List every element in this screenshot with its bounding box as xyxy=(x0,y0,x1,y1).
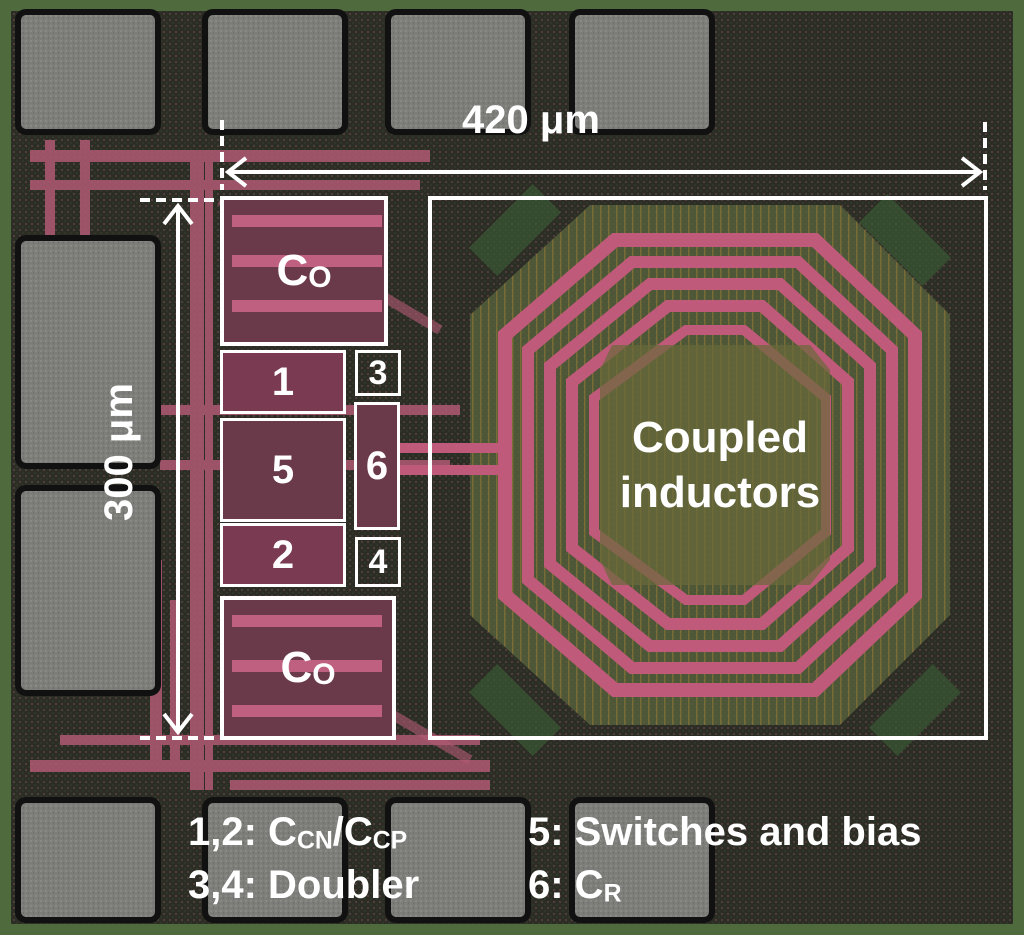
inductor-box xyxy=(428,196,988,740)
block-2-label: 2 xyxy=(271,532,295,577)
height-dimension-label: 300 μm xyxy=(96,383,141,521)
block-1-box xyxy=(220,350,346,414)
block-1-label: 1 xyxy=(271,359,295,404)
block-2-box xyxy=(220,523,346,587)
block-4-box xyxy=(355,537,401,587)
block-3-label: 3 xyxy=(368,353,388,392)
width-dimension-label: 420 μm xyxy=(462,98,600,142)
block-4-label: 4 xyxy=(368,542,388,581)
co-top-box xyxy=(220,196,388,346)
inductor-label: Coupled inductors xyxy=(619,413,821,517)
block-6-label: 6 xyxy=(365,443,389,488)
legend-ccn-ccp: 1,2: CCN/CCP xyxy=(188,810,408,855)
legend-switches-bias: 5: Switches and bias xyxy=(528,810,922,854)
legend-cr: 6: CR xyxy=(528,863,622,908)
legend-doubler: 3,4: Doubler xyxy=(188,863,420,907)
block-6-box xyxy=(354,402,400,530)
block-5-label: 5 xyxy=(271,447,295,492)
block-5-box xyxy=(220,418,346,522)
co-bottom-box xyxy=(220,596,396,740)
block-3-box xyxy=(355,350,401,396)
